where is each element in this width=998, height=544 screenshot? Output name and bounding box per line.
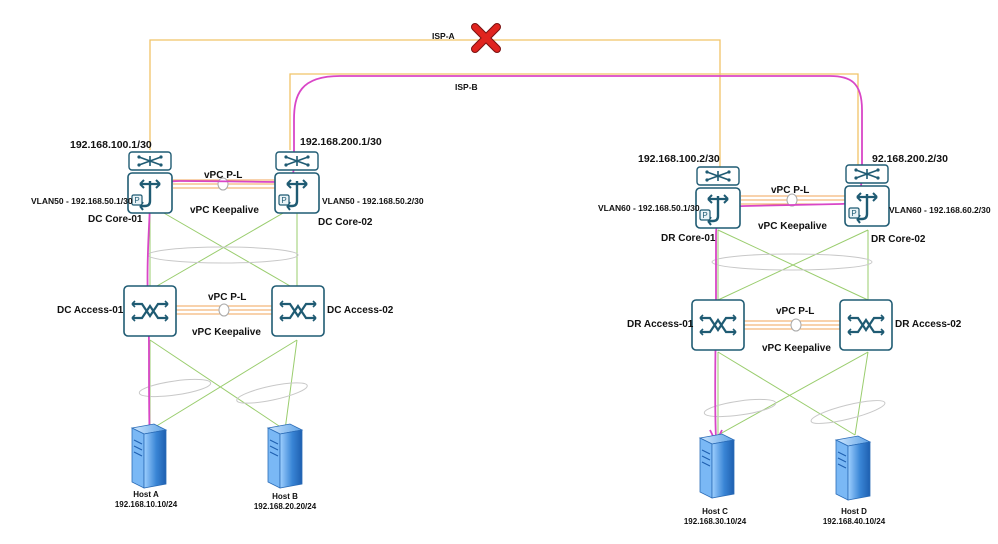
host-c-name: Host C [702, 507, 728, 516]
dr-core-01-name: DR Core-01 [661, 233, 716, 244]
dr-core-peer-link-label: vPC P-L [771, 185, 810, 196]
isp-a-link [149, 39, 721, 170]
dc-core-01[interactable] [126, 151, 174, 215]
switch-icon [696, 166, 740, 186]
dc-core-keepalive-label: vPC Keepalive [190, 205, 259, 216]
dc-core-01-name: DC Core-01 [88, 214, 143, 225]
dc-access-01-name: DC Access-01 [57, 305, 124, 316]
dc-core-01-wan-ip: 192.168.100.1/30 [70, 139, 152, 151]
dc-core-02-name: DC Core-02 [318, 217, 373, 228]
host-a-server-icon[interactable] [131, 423, 167, 489]
host-c-label: Host C 192.168.30.10/24 [674, 507, 756, 527]
dc-access-keepalive-label: vPC Keepalive [192, 327, 261, 338]
dc-core-peer-link-label: vPC P-L [204, 170, 243, 181]
dr-core-02-vlan: VLAN60 - 192.168.60.2/30 [889, 205, 991, 215]
dc-core-02-wan-ip: 192.168.200.1/30 [300, 136, 382, 148]
switch-icon [128, 151, 172, 171]
host-a-ip: 192.168.10.10/24 [114, 500, 178, 509]
dr-access-keepalive-label: vPC Keepalive [762, 343, 831, 354]
host-d-server-icon[interactable] [835, 435, 871, 501]
isp-links [149, 39, 859, 170]
layer3-switch-icon [273, 171, 321, 215]
dc-core-02[interactable] [273, 151, 321, 215]
dc-access-peer-link-label: vPC P-L [208, 292, 247, 303]
host-b-ip: 192.168.20.20/24 [253, 502, 317, 511]
host-c-ip: 192.168.30.10/24 [683, 517, 747, 526]
dr-core-01-wan-ip: 192.168.100.2/30 [638, 153, 720, 165]
layer3-switch-icon [126, 171, 174, 215]
host-d-label: Host D 192.168.40.10/24 [811, 507, 897, 527]
layer3-switch-icon [694, 186, 742, 230]
host-a-name: Host A [133, 490, 159, 499]
dr-core-keepalive-label: vPC Keepalive [758, 221, 827, 232]
dr-core-02-name: DR Core-02 [871, 234, 926, 245]
dr-access-01-name: DR Access-01 [627, 319, 694, 330]
dr-links [703, 193, 886, 436]
dr-access-02-icon[interactable] [838, 298, 894, 352]
host-d-ip: 192.168.40.10/24 [822, 517, 886, 526]
dr-core-01[interactable] [694, 166, 742, 230]
dc-access-02-name: DC Access-02 [327, 305, 394, 316]
host-a-label: Host A 192.168.10.10/24 [105, 490, 187, 510]
dr-access-02-name: DR Access-02 [895, 319, 962, 330]
dc-access-01-icon[interactable] [122, 284, 178, 338]
red-x-icon [471, 23, 501, 53]
isp-a-label: ISP-A [432, 31, 455, 41]
layer3-switch-icon [843, 184, 891, 228]
dr-core-02[interactable] [843, 164, 891, 228]
traffic-path [146, 75, 863, 451]
host-b-name: Host B [272, 492, 298, 501]
dc-access-02-icon[interactable] [270, 284, 326, 338]
isp-b-link [289, 73, 859, 170]
dc-core-02-vlan: VLAN50 - 192.168.50.2/30 [322, 196, 424, 206]
host-d-name: Host D [841, 507, 867, 516]
host-b-server-icon[interactable] [267, 423, 303, 489]
host-b-label: Host B 192.168.20.20/24 [244, 492, 326, 512]
host-c-server-icon[interactable] [699, 433, 735, 499]
dr-access-peer-link-label: vPC P-L [776, 306, 815, 317]
dr-core-01-vlan: VLAN60 - 192.168.50.1/30 [598, 203, 700, 213]
dr-access-01-icon[interactable] [690, 298, 746, 352]
dc-core-01-vlan: VLAN50 - 192.168.50.1/30 [31, 196, 133, 206]
isp-b-label: ISP-B [455, 82, 478, 92]
switch-icon [845, 164, 889, 184]
switch-icon [275, 151, 319, 171]
dr-core-02-wan-ip: 92.168.200.2/30 [872, 153, 948, 165]
